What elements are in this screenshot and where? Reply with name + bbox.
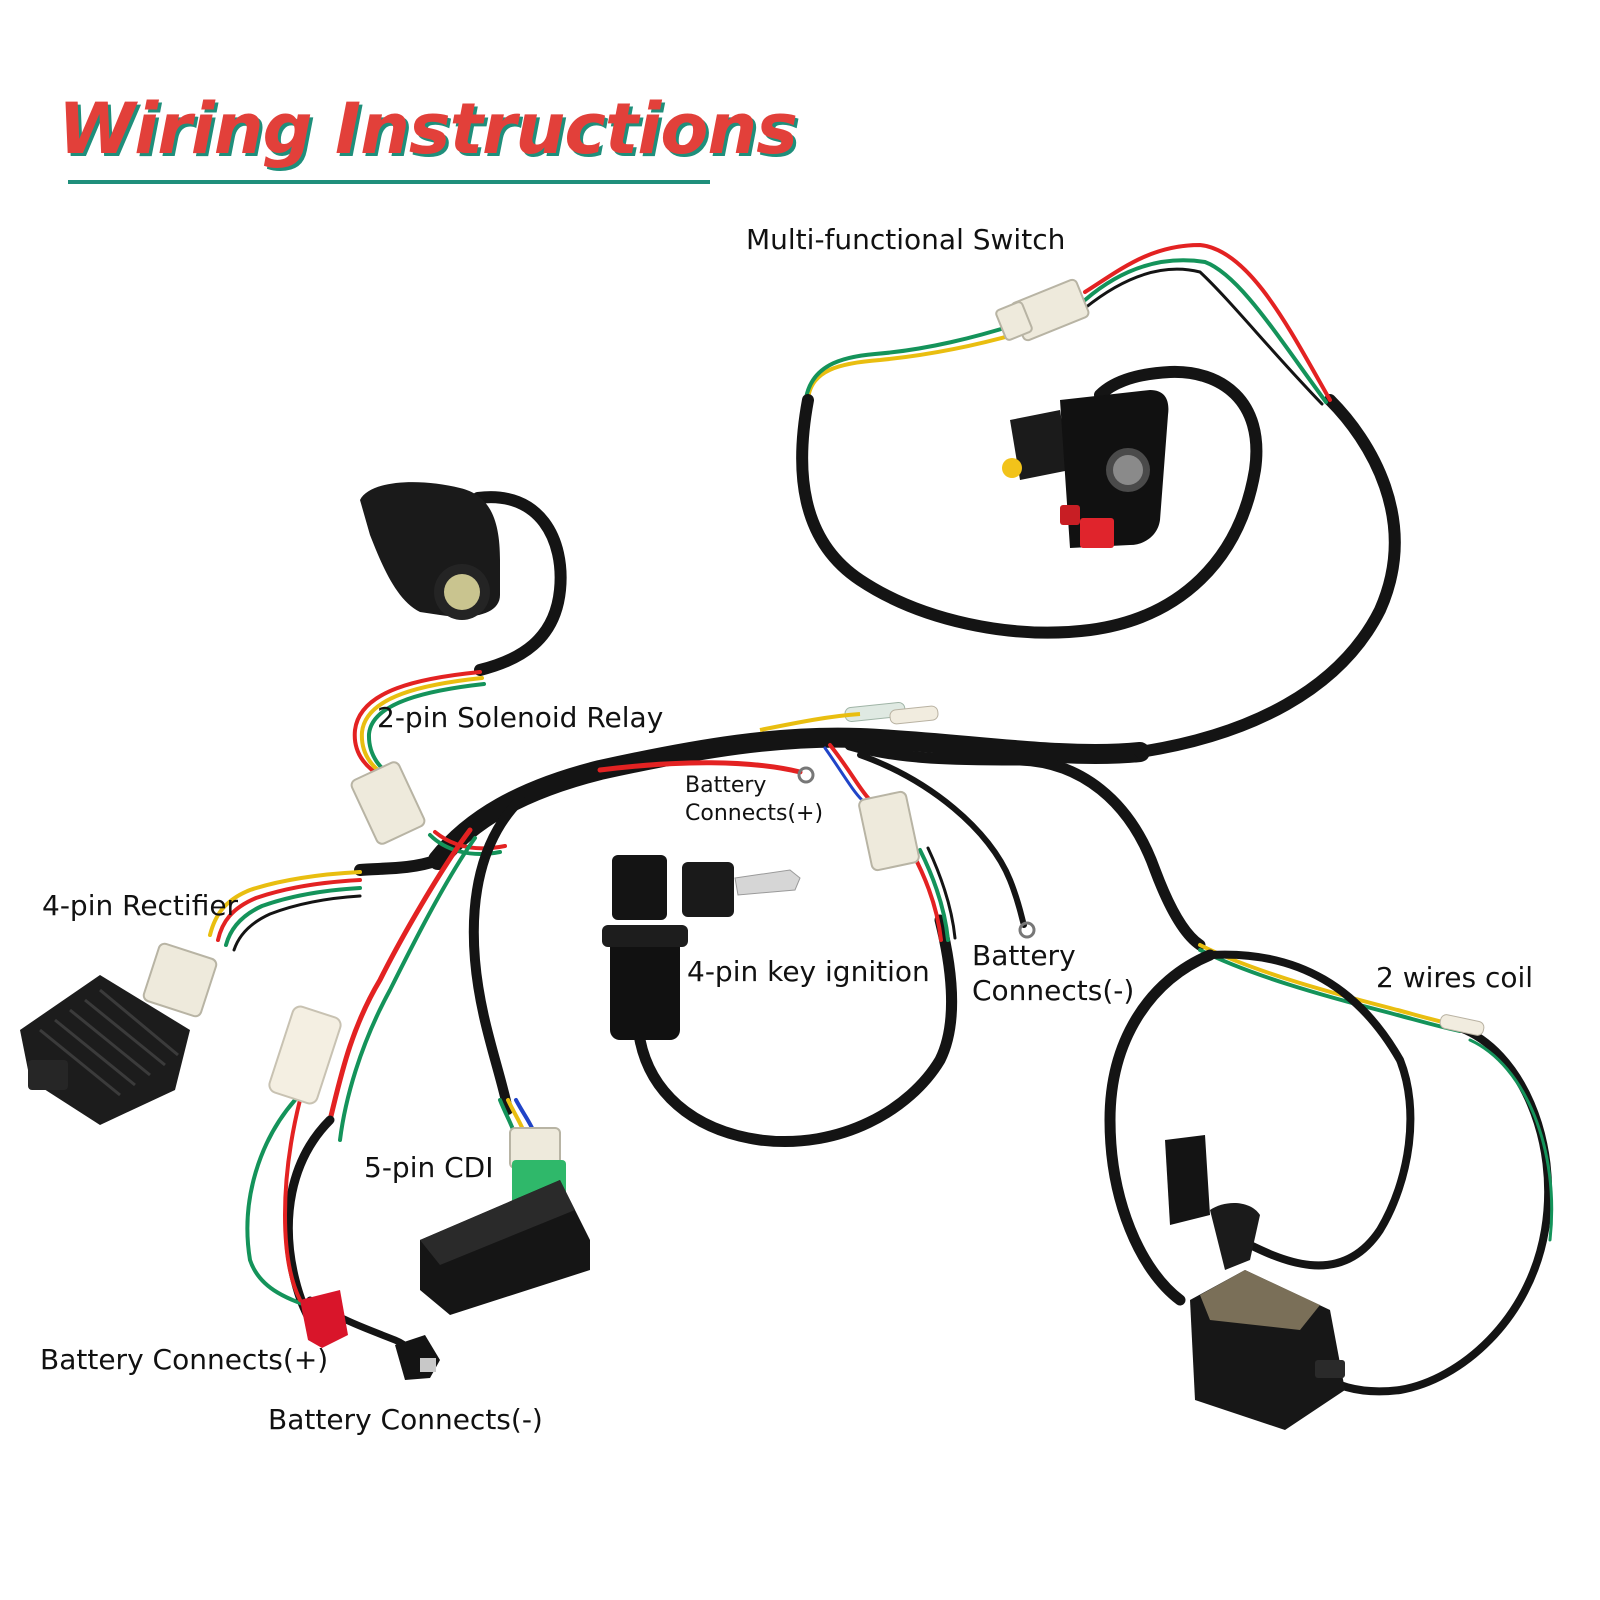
relay-connector [350,761,426,845]
rectifier-connector [142,942,218,1018]
cdi-wires [468,795,537,1137]
switch-wires [796,242,1332,639]
label-solenoid-relay: 2-pin Solenoid Relay [377,701,664,734]
label-rectifier: 4-pin Rectifier [42,889,239,922]
cdi-icon [420,1180,590,1315]
label-key-ignition: 4-pin key ignition [687,955,930,988]
battery-minus-terminal-icon [395,1335,440,1380]
ignition-connector [858,790,920,872]
coil-icon [1165,1135,1345,1430]
label-battery-plus-top: Battery Connects(+) [685,772,823,827]
coil-wires [1104,943,1554,1396]
fuse-holder [268,1005,342,1105]
title-underline [68,180,710,184]
battery-plus-terminal-icon [300,1290,348,1348]
label-battery-plus-top-line2: Connects(+) [685,800,824,826]
battery-plus-top-wire [597,760,815,784]
battery-minus-right-wire [857,752,1036,939]
heatsink-icon [20,975,190,1125]
label-battery-plus-bottom: Battery Connects(+) [40,1343,329,1376]
bullet-connectors [759,701,939,732]
switch-connector [995,278,1090,342]
label-battery-minus-right-line1: Battery [972,939,1076,972]
battery-bottom-wires [245,827,477,1366]
coil-bullet-connector [1439,1014,1485,1036]
label-cdi: 5-pin CDI [364,1151,494,1184]
key-switch-icon [602,855,801,1040]
page-title: Wiring Instructions [58,88,798,170]
relay-icon [360,482,500,620]
label-battery-minus-right-line2: Connects(-) [972,974,1135,1007]
label-coil: 2 wires coil [1376,961,1534,994]
label-battery-plus-top-line1: Battery [685,773,767,798]
label-multi-functional-switch: Multi-functional Switch [746,223,1066,256]
label-battery-minus-bottom: Battery Connects(-) [268,1403,543,1436]
label-battery-minus-right: Battery Connects(-) [972,938,1134,1008]
rectifier-wires [208,854,444,952]
handlebar-switch-icon [1002,390,1169,548]
